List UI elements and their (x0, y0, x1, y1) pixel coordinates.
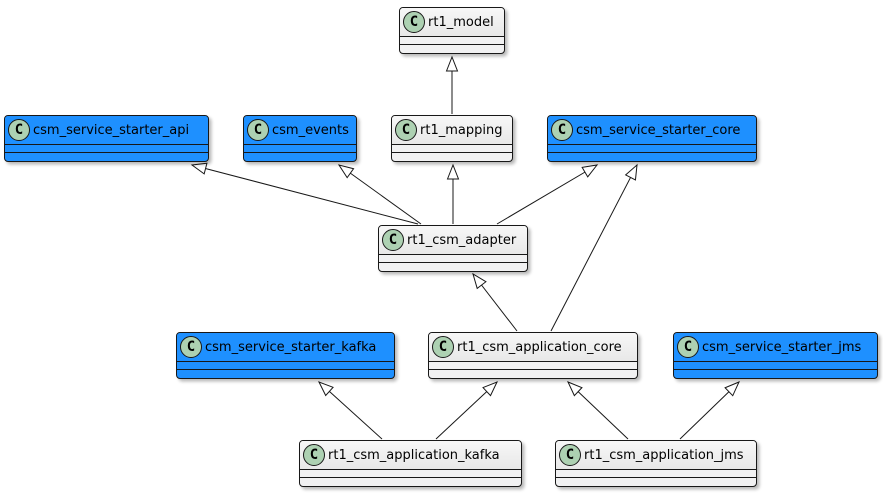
methods-compartment (244, 153, 356, 160)
class-icon: C (303, 444, 325, 466)
methods-compartment (674, 370, 877, 377)
class-icon: C (677, 336, 699, 358)
methods-compartment (548, 153, 756, 160)
class-csm_service_starter_kafka: C csm_service_starter_kafka (176, 332, 395, 379)
methods-compartment (556, 478, 756, 485)
class-icon: C (395, 119, 417, 141)
class-name: rt1_csm_application_jms (584, 447, 744, 463)
class-name: rt1_csm_adapter (407, 232, 517, 248)
edge-rt1_csm_application_jms-extends-rt1_csm_application_core (567, 381, 629, 440)
methods-compartment (429, 370, 637, 377)
class-header: C rt1_csm_application_jms (556, 441, 756, 470)
class-rt1_csm_adapter: C rt1_csm_adapter (378, 225, 528, 272)
class-icon: C (8, 119, 30, 141)
methods-compartment (300, 478, 521, 485)
edge-rt1_csm_adapter-extends-csm_service_starter_api (190, 162, 419, 225)
fields-compartment (177, 362, 394, 370)
class-name: rt1_csm_application_core (457, 339, 622, 355)
class-name: csm_service_starter_jms (702, 339, 862, 355)
fields-compartment (392, 145, 512, 153)
edge-rt1_csm_application_core-extends-rt1_csm_adapter (472, 272, 518, 332)
edge-rt1_csm_application_kafka-extends-rt1_csm_application_core (435, 381, 498, 440)
edge-rt1_csm_adapter-extends-csm_service_starter_core (496, 164, 599, 225)
fields-compartment (400, 37, 504, 45)
fields-compartment (548, 145, 756, 153)
fields-compartment (429, 362, 637, 370)
class-rt1_csm_application_jms: C rt1_csm_application_jms (555, 440, 757, 487)
class-icon: C (382, 229, 404, 251)
class-rt1_csm_application_core: C rt1_csm_application_core (428, 332, 638, 379)
methods-compartment (392, 153, 512, 160)
class-header: C rt1_mapping (392, 116, 512, 145)
edge-rt1_csm_application_jms-extends-csm_service_starter_jms (679, 381, 740, 440)
class-csm_service_starter_jms: C csm_service_starter_jms (673, 332, 878, 379)
methods-compartment (400, 45, 504, 52)
class-name: csm_service_starter_api (33, 122, 190, 138)
class-icon: C (432, 336, 454, 358)
class-icon: C (247, 119, 269, 141)
class-icon: C (403, 11, 425, 33)
class-name: rt1_csm_application_kafka (328, 447, 500, 463)
class-header: C csm_service_starter_kafka (177, 333, 394, 362)
class-csm_service_starter_api: C csm_service_starter_api (4, 115, 209, 162)
class-name: rt1_mapping (420, 122, 503, 138)
class-header: C csm_service_starter_jms (674, 333, 877, 362)
class-name: csm_service_starter_kafka (205, 339, 377, 355)
class-header: C csm_service_starter_api (5, 116, 208, 145)
class-header: C csm_service_starter_core (548, 116, 756, 145)
class-icon: C (180, 336, 202, 358)
methods-compartment (177, 370, 394, 377)
fields-compartment (5, 145, 208, 153)
class-header: C rt1_model (400, 8, 504, 37)
class-header: C rt1_csm_application_core (429, 333, 637, 362)
class-icon: C (559, 444, 581, 466)
class-name: csm_service_starter_core (576, 122, 741, 138)
class-header: C rt1_csm_adapter (379, 226, 527, 255)
class-header: C rt1_csm_application_kafka (300, 441, 521, 470)
edge-rt1_csm_application_kafka-extends-csm_service_starter_kafka (317, 381, 383, 440)
fields-compartment (674, 362, 877, 370)
class-header: C csm_events (244, 116, 356, 145)
class-rt1_csm_application_kafka: C rt1_csm_application_kafka (299, 440, 522, 487)
edge-rt1_csm_adapter-extends-csm_events (337, 164, 422, 225)
edge-rt1_csm_application_core-extends-csm_service_starter_core (550, 163, 638, 332)
class-rt1_mapping: C rt1_mapping (391, 115, 513, 162)
methods-compartment (379, 263, 527, 270)
class-icon: C (551, 119, 573, 141)
fields-compartment (300, 470, 521, 478)
class-csm_events: C csm_events (243, 115, 357, 162)
class-rt1_model: C rt1_model (399, 7, 505, 54)
class-name: rt1_model (428, 14, 494, 30)
fields-compartment (556, 470, 756, 478)
fields-compartment (244, 145, 356, 153)
class-csm_service_starter_core: C csm_service_starter_core (547, 115, 757, 162)
methods-compartment (5, 153, 208, 160)
fields-compartment (379, 255, 527, 263)
class-name: csm_events (272, 122, 349, 138)
